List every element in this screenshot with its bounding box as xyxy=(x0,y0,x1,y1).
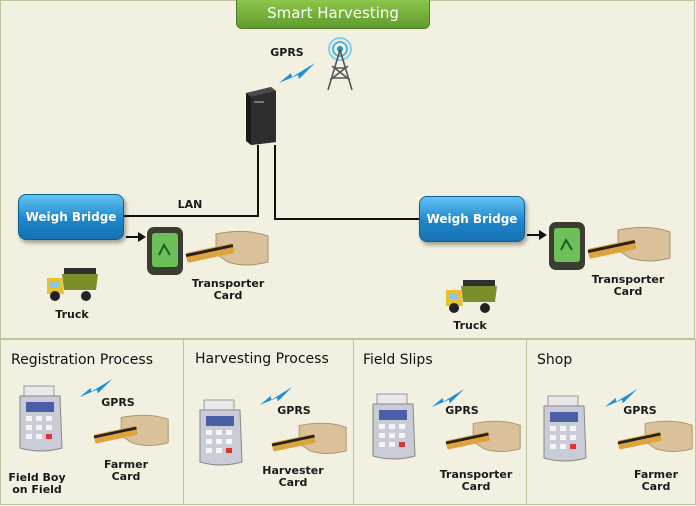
pos-terminal-icon xyxy=(372,393,416,460)
hand-card-icon xyxy=(587,226,671,262)
card-label-line2: Card xyxy=(111,470,141,483)
diagram-title: Smart Harvesting xyxy=(236,0,430,29)
pos-terminal-icon xyxy=(19,385,63,452)
field-boy-label-line2: on Field xyxy=(12,483,62,496)
hand-card-icon xyxy=(93,414,169,447)
pos-terminal-icon xyxy=(543,395,587,462)
hand-card-icon xyxy=(185,230,269,266)
card-label-left-line2: Card xyxy=(213,289,243,302)
gprs-label: GPRS xyxy=(270,46,304,59)
arrow-right-icon xyxy=(126,232,146,242)
signal-bolt-icon xyxy=(259,387,293,405)
card-label-line1: Harvester xyxy=(262,464,324,477)
panel-title: Field Slips xyxy=(363,352,433,368)
card-label-line2: Card xyxy=(278,476,308,489)
card-label-line2: Card xyxy=(461,480,491,493)
arrow-right-icon xyxy=(527,230,547,240)
hand-card-icon xyxy=(617,420,693,453)
card-reader-icon xyxy=(147,227,183,275)
pos-terminal-icon xyxy=(199,399,243,466)
lan-label: LAN xyxy=(177,198,203,211)
signal-bolt-icon xyxy=(431,389,465,407)
gprs-label: GPRS xyxy=(277,404,311,417)
radio-tower-icon xyxy=(327,37,353,91)
card-reader-icon xyxy=(549,222,585,270)
panel-title: Shop xyxy=(537,352,573,368)
gprs-label: GPRS xyxy=(623,404,657,417)
card-label-line1: Transporter xyxy=(439,468,513,481)
truck-label-left: Truck xyxy=(55,308,89,321)
truck-icon xyxy=(446,280,497,313)
gprs-label: GPRS xyxy=(445,404,479,417)
hand-card-icon xyxy=(271,422,347,455)
field-boy-label-line1: Field Boy xyxy=(8,471,66,484)
signal-bolt-icon xyxy=(79,379,113,397)
signal-bolt-icon xyxy=(279,63,315,83)
card-label-line2: Card xyxy=(641,480,671,493)
hand-card-icon xyxy=(445,420,521,453)
truck-label-right: Truck xyxy=(453,319,487,332)
card-label-line1: Farmer xyxy=(633,468,679,481)
card-label-left-line1: Transporter xyxy=(191,277,265,290)
weigh-bridge-right: Weigh Bridge xyxy=(419,196,525,242)
card-label-right-line1: Transporter xyxy=(591,273,665,286)
signal-bolt-icon xyxy=(604,389,638,407)
panel-title: Registration Process xyxy=(11,352,153,368)
server-icon xyxy=(246,87,276,145)
panel-title: Harvesting Process xyxy=(195,351,329,367)
card-label-right-line2: Card xyxy=(613,285,643,298)
truck-icon xyxy=(47,268,98,301)
card-label-line1: Farmer xyxy=(103,458,149,471)
weigh-bridge-left: Weigh Bridge xyxy=(18,194,124,240)
network-lines xyxy=(124,145,420,220)
gprs-label: GPRS xyxy=(101,396,135,409)
